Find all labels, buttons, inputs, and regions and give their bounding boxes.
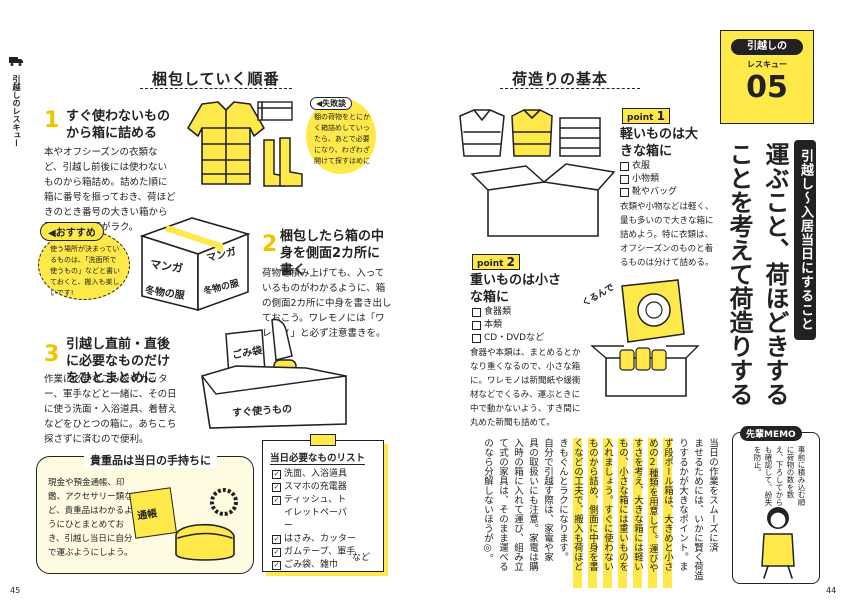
day-list-item: ティッシュ、トイレットペーパー: [272, 494, 354, 533]
title-column-1: 運ぶこと、荷ほどきする: [761, 142, 789, 406]
body-text: 当日の作業をスムーズに済ませるためには、いかに賢く荷造りするかが大きなポイント。…: [470, 438, 720, 588]
body-column: ませるためには、いかに賢く荷造: [692, 438, 703, 581]
folded-clothes-illustration: [459, 109, 601, 157]
point1-list: 衣服 小物類 靴やバッグ: [620, 160, 677, 199]
failure-bubble: [306, 98, 376, 174]
day-list-item: ガムテープ、軍手: [272, 546, 378, 559]
kurunde-label: くるんで: [580, 282, 617, 309]
point1-item: 衣服: [620, 160, 677, 173]
pouch-and-bracelet-illustration: [175, 488, 238, 561]
body-column: 当日の作業をスムーズに済: [707, 438, 718, 552]
title-column-2: ことを考えて荷造りする: [725, 142, 753, 406]
small-box-illustration: [590, 345, 700, 397]
body-column: 具の取扱いにも注意。家電は購: [527, 438, 538, 571]
recommend-label: ◀おすすめ: [40, 222, 104, 241]
point1-item: 小物類: [620, 173, 677, 186]
left-page-number: 45: [10, 586, 21, 595]
day-list-item: はさみ、カッター: [272, 533, 378, 546]
step2-number: 2: [262, 232, 278, 257]
valuables-title: 貴重品は当日の手持ちに: [84, 452, 217, 468]
point1-title: 軽いものは大きな箱に: [620, 127, 699, 159]
step2-text: 荷物を積み上げても、入っているものがわかるように、箱の側面2カ所に中身を書き出し…: [262, 268, 392, 339]
left-heading-underline: [140, 88, 292, 89]
recommend-bubble: [38, 230, 130, 300]
failure-text: 棚の荷物をとにかく箱詰めしていったら、あとで必要になり、わざわざ開けて探すはめに: [314, 113, 370, 165]
step1-number: 1: [44, 108, 60, 133]
large-box-illustration: [470, 163, 616, 237]
wrapped-plate-illustration: [621, 279, 685, 343]
body-column: 入時の箱に入れて運び、組み立: [512, 438, 523, 571]
body-column: もの、小さな箱には重いものを: [615, 438, 630, 588]
body-column: めの2種類を用意して。運びや: [645, 438, 660, 588]
recommend-text: 使う場所が決まっているものは、「洗面所で使うもの」などと書いておくと、搬入も楽し…: [50, 245, 120, 297]
labeled-box-illustration: [139, 217, 251, 312]
step2-title: 梱包したら箱の中身を側面2カ所に書く: [280, 229, 385, 278]
step3-text: 作業に必要なごみ袋やカッター、軍手などと一緒に、その日に使う洗面・入浴道具、着替…: [44, 374, 178, 445]
body-column: ず段ボール箱は、大きめと小さ: [660, 438, 675, 588]
body-column: すさを考え、大きな箱には軽い: [630, 438, 645, 588]
memo-title: 先輩MEMO: [740, 426, 802, 441]
point2-title: 重いものは小さな箱に: [470, 273, 562, 305]
rescue-top: 引越しの: [731, 39, 803, 55]
body-column: ものから詰め、側面に中身を書: [585, 438, 600, 588]
vertical-lead: 引越し〜入居当日にすること: [794, 140, 816, 340]
point1-text: 衣類や小物などは軽く、量も多いので大きな箱に詰めよう。特に衣類は、オフシーズンの…: [620, 202, 714, 268]
day-list-item: ごみ袋、雑巾: [272, 559, 378, 572]
truck-icon: [9, 57, 23, 66]
body-column: きもぐんとラクになります。: [557, 438, 568, 562]
point2-list: 食器類 本類 CD・DVDなど: [472, 306, 544, 345]
step3-title: 引越し直前・直後に必要なものだけをひとまとめに: [66, 337, 171, 386]
day-list-tail: など: [352, 553, 371, 563]
body-column: のなら分解しないほうが◎。: [482, 438, 493, 563]
memo-text: 事前に積み込む順に荷物の数を数え、下ろしてからも確認して、紛失を防止。: [753, 446, 806, 506]
rescue-badge: 引越しの レスキュー 05: [720, 30, 814, 124]
megaphone-icon: ◀: [48, 228, 56, 239]
right-page-number: 44: [826, 586, 837, 595]
valuables-text: 現金や預金通帳、印鑑、アクセサリー類など、貴重品はわかるようにひとまとめておき、…: [48, 478, 133, 558]
point2-text: 食器や本類は、まとめるとかなり重くなるので、小さな箱に。ワレモノは新聞紙や緩衝材…: [470, 348, 581, 428]
body-column: て式の家具は、そのまま運べる: [497, 438, 508, 571]
person-illustration: [761, 507, 795, 579]
body-column: 自分で引越す際は、家電や家: [542, 438, 553, 562]
side-tab-label: 引越しのレスキュー: [12, 75, 21, 147]
point2-item: CD・DVDなど: [472, 332, 544, 345]
step1-title: すぐ使わないものから箱に詰める: [66, 109, 171, 141]
day-list-title: 当日必要なものリスト: [270, 450, 366, 465]
point1-item: 靴やバッグ: [620, 186, 677, 199]
body-column: りするかが大きなポイント。ま: [677, 438, 688, 571]
point1-badge: point 1: [622, 108, 670, 124]
right-heading-underline: [500, 88, 640, 89]
side-tab: 引越しのレスキュー: [8, 52, 24, 147]
day-list-item: 洗面、入浴道具: [272, 468, 378, 481]
rescue-mid: レスキュー: [747, 60, 787, 69]
speaker-icon: ◀: [316, 99, 323, 108]
left-heading: 梱包していく順番: [152, 70, 280, 88]
clip-icon: [310, 434, 336, 446]
step3-number: 3: [44, 342, 60, 367]
jacket-boots-illustration: [187, 101, 303, 187]
rescue-number: 05: [746, 70, 788, 105]
point2-item: 食器類: [472, 306, 544, 319]
day-list-item: スマホの充電器: [272, 481, 378, 494]
essentials-box-illustration: [201, 318, 347, 429]
failure-label: ◀失敗談: [310, 97, 353, 110]
right-heading: 荷造りの基本: [512, 70, 609, 88]
day-list: 洗面、入浴道具 スマホの充電器 ティッシュ、トイレットペーパー はさみ、カッター…: [272, 468, 378, 572]
point2-item: 本類: [472, 319, 544, 332]
body-column: 入れましょう。すぐに使わない: [600, 438, 615, 588]
point2-badge: point 2: [472, 254, 520, 270]
body-column: くなどの工夫で、搬入も荷ほど: [570, 438, 585, 588]
